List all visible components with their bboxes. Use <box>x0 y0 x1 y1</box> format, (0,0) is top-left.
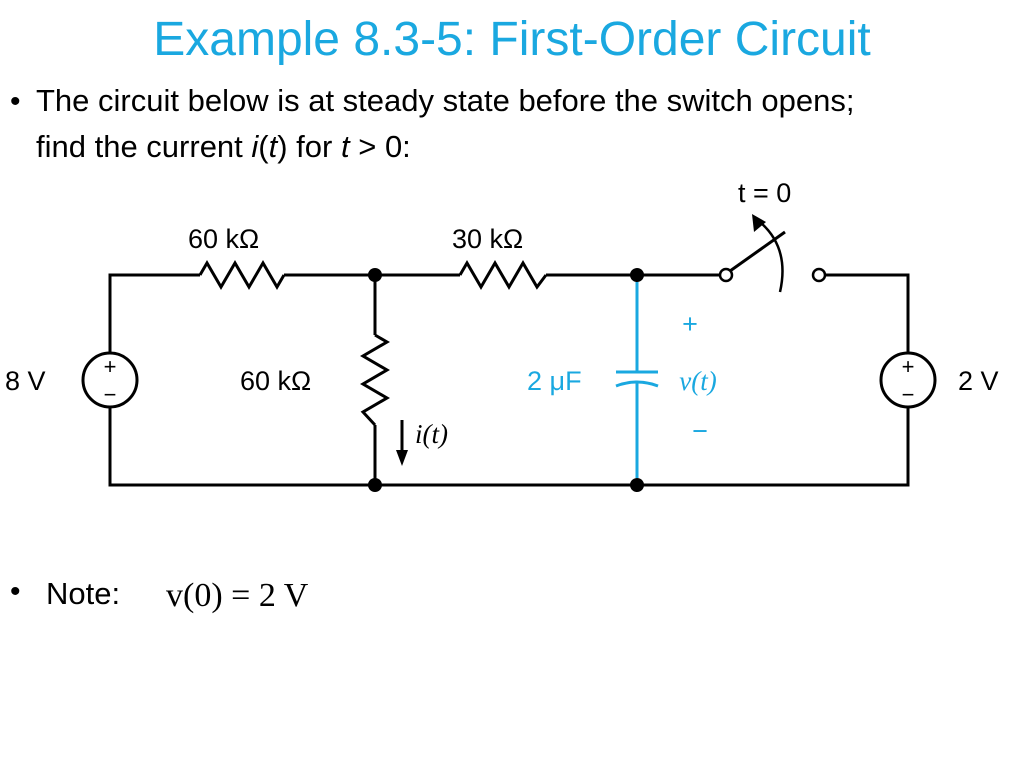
bullet-text-line1: The circuit below is at steady state bef… <box>36 83 855 118</box>
current-arrow-head <box>396 450 408 466</box>
node-dot <box>368 268 382 282</box>
src1-plus: + <box>104 354 117 379</box>
wire-top-right <box>825 273 910 355</box>
label-capacitor: 2 μF <box>527 366 582 396</box>
label-switch-time: t = 0 <box>738 178 791 208</box>
node-dot <box>630 478 644 492</box>
label-source-8v: 8 V <box>5 366 46 396</box>
bullet-text-line2: find the current i(t) for t > 0: <box>36 124 411 170</box>
bullet-dot: • <box>10 85 21 118</box>
src1-minus: − <box>104 382 117 407</box>
switch-blade <box>729 230 786 273</box>
text-part: ( <box>258 129 269 164</box>
resistor-30k <box>458 260 548 290</box>
wire-left-top <box>108 273 200 358</box>
switch-contact-right <box>811 267 827 283</box>
text-part: ) for <box>277 129 341 164</box>
resistor-60k-vertical <box>360 333 390 427</box>
var-i: i <box>251 129 259 164</box>
capacitor-branch <box>615 282 659 478</box>
label-r2: 30 kΩ <box>452 224 523 254</box>
text-part: find the current <box>36 129 252 164</box>
label-cap-minus: − <box>692 416 708 446</box>
voltage-source-2v <box>879 351 937 409</box>
var-t2: t <box>340 129 350 164</box>
label-cap-plus: + <box>682 309 698 339</box>
switch-contact-left <box>718 267 734 283</box>
src2-minus: − <box>902 382 915 407</box>
bullet-dot: • <box>10 575 21 608</box>
note-label: Note: <box>46 576 121 611</box>
label-vt: v(t) <box>679 366 716 396</box>
label-r3: 60 kΩ <box>240 366 311 396</box>
switch-arc <box>759 221 784 293</box>
node-dot <box>630 268 644 282</box>
wires <box>108 273 910 487</box>
label-r1: 60 kΩ <box>188 224 259 254</box>
label-source-2v: 2 V <box>958 366 999 396</box>
label-current: i(t) <box>415 419 448 449</box>
var-t: t <box>268 129 278 164</box>
wire-bottom <box>108 405 910 487</box>
voltage-source-8v <box>81 351 139 409</box>
switch-arrow-head <box>752 214 766 232</box>
slide-title: Example 8.3-5: First-Order Circuit <box>153 13 871 66</box>
node-dot <box>368 478 382 492</box>
note-formula: v(0) = 2 V <box>166 577 309 614</box>
src2-plus: + <box>902 354 915 379</box>
resistor-60k-top <box>198 260 286 290</box>
text-part: > 0: <box>349 129 411 164</box>
